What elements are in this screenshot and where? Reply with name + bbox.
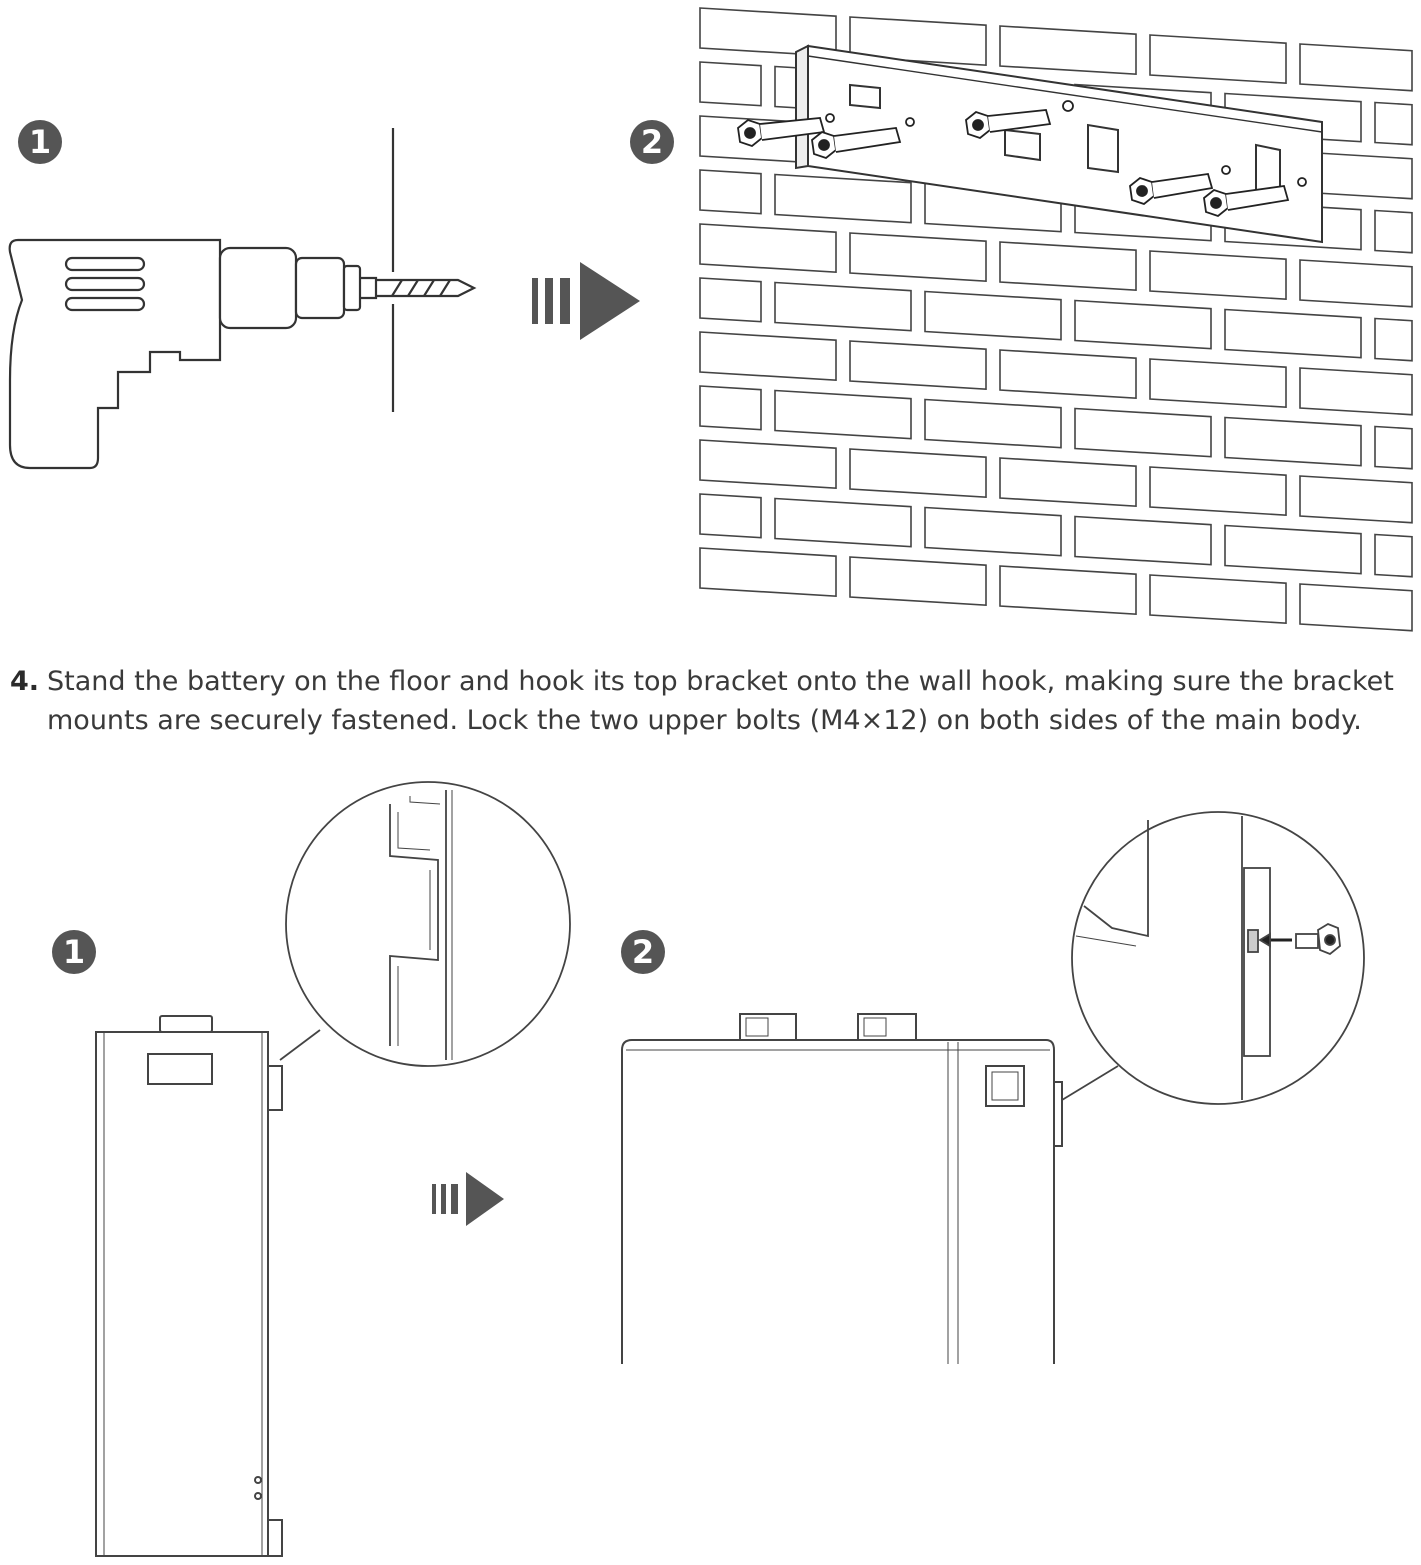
- brick: [1374, 533, 1413, 578]
- brick: [1374, 209, 1413, 254]
- brick: [699, 439, 837, 490]
- battery-front-view: [621, 1013, 1063, 1364]
- brick: [1224, 308, 1362, 359]
- brick: [699, 547, 837, 598]
- bolt: [811, 117, 915, 160]
- drilling-and-bracket-figure: [8, 7, 1413, 632]
- brick: [1299, 43, 1413, 92]
- step-badge-1: 1: [52, 930, 96, 974]
- bolt: [965, 100, 1074, 140]
- brick: [1149, 466, 1287, 517]
- wall-bracket: [795, 44, 1323, 244]
- step-badge-2: 2: [630, 120, 674, 164]
- brick: [1374, 425, 1413, 470]
- brick: [699, 61, 762, 107]
- step-arrow-icon: [432, 1172, 504, 1226]
- bolt: [1129, 165, 1231, 206]
- brick: [1299, 475, 1413, 524]
- brick: [774, 389, 912, 440]
- step-text: Stand the battery on the floor and hook …: [47, 666, 1394, 736]
- brick: [849, 556, 987, 607]
- brick: [1224, 524, 1362, 575]
- detail-zoom-right: [1061, 811, 1365, 1105]
- brick: [699, 277, 762, 323]
- instruction-step: 4. Stand the battery on the floor and ho…: [10, 662, 1410, 740]
- brick: [999, 25, 1137, 76]
- brick: [774, 281, 912, 332]
- bolt: [1203, 177, 1307, 218]
- brick: [1374, 317, 1413, 362]
- bolt: [737, 113, 835, 148]
- brick: [699, 385, 762, 431]
- battery-hanging-figure: [95, 781, 1365, 1557]
- expansion-bolts: [737, 100, 1307, 218]
- drill-illustration: [8, 128, 477, 470]
- brick: [999, 565, 1137, 616]
- brick: [1149, 250, 1287, 301]
- brick: [1374, 101, 1413, 146]
- brick: [999, 457, 1137, 508]
- step-arrow-icon: [532, 262, 640, 340]
- brick: [1074, 515, 1212, 566]
- step-badge-1: 1: [18, 120, 62, 164]
- brick: [1224, 416, 1362, 467]
- brick: [699, 169, 762, 215]
- battery-side-view: [95, 1015, 283, 1557]
- step-number: 4.: [10, 666, 40, 697]
- brick: [1299, 259, 1413, 308]
- brick: [1074, 299, 1212, 350]
- brick: [999, 349, 1137, 400]
- brick: [1074, 407, 1212, 458]
- brick: [699, 331, 837, 382]
- brick: [774, 497, 912, 548]
- brick: [849, 340, 987, 391]
- brick: [849, 232, 987, 283]
- brick: [1149, 358, 1287, 409]
- brick: [924, 506, 1062, 557]
- brick: [999, 241, 1137, 292]
- brick: [849, 448, 987, 499]
- brick: [1299, 367, 1413, 416]
- brick: [774, 173, 912, 224]
- brick: [924, 398, 1062, 449]
- brick: [924, 290, 1062, 341]
- step-badge-2: 2: [621, 930, 665, 974]
- brick: [1149, 34, 1287, 85]
- brick: [1299, 583, 1413, 632]
- brick: [699, 223, 837, 274]
- brick: [1149, 574, 1287, 625]
- detail-zoom-left: [279, 781, 571, 1067]
- brick: [849, 16, 987, 67]
- brick: [699, 493, 762, 539]
